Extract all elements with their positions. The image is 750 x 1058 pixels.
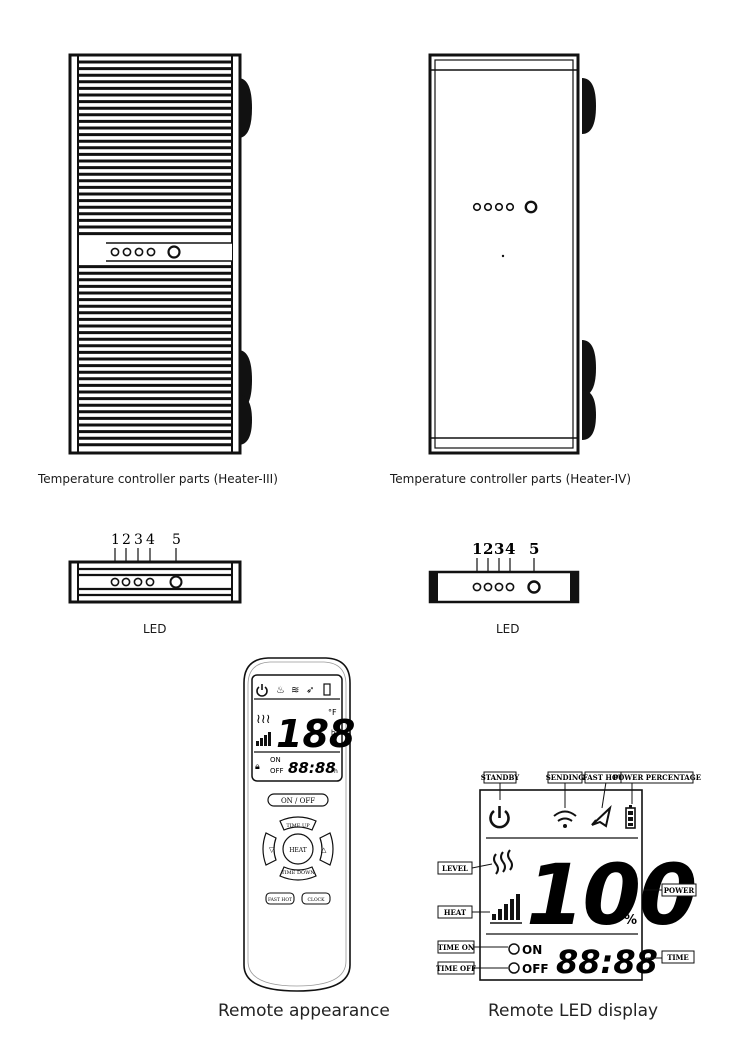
caption-heater-iii: Temperature controller parts (Heater-III… [38,472,278,486]
time-down-label: TIME DOWN [281,870,315,876]
on-off-label: ON / OFF [281,797,315,805]
remote-on-label: ON [270,756,281,764]
power-icon [256,684,268,697]
display-time-value: 88:88 [556,943,658,981]
d-pad[interactable] [262,816,334,881]
fast-hot-label: FAST HOT [268,897,292,903]
heater-iii-leds [110,245,181,259]
caption-led-right: LED [496,622,520,636]
heat-waves-icon [493,849,513,875]
wifi-icon [553,810,577,822]
clock-label: CLOCK [308,897,326,903]
led-number-1: 1 [111,532,120,548]
led-number-1: 1 [472,540,482,558]
heater-iv-leds [472,200,538,214]
fast-hot-button[interactable]: FAST HOT [265,892,295,905]
remote-display-diagram: 100 % ON OFF 88:88 STANDBY SENDING FAST … [436,771,701,981]
time-up-label: TIME UP [286,823,310,829]
label-power: POWER [664,886,695,895]
heater-iv-figure [428,53,596,455]
on-off-button[interactable]: ON / OFF [267,793,329,807]
led-number-5: 5 [172,532,181,548]
heat-button-label: HEAT [289,847,307,854]
label-level: LEVEL [442,864,468,873]
led-number-4: 4 [146,532,155,548]
caption-remote-appearance: Remote appearance [218,1001,390,1021]
remote-unit-pct: % [330,739,337,747]
remote-off-label: OFF [270,767,284,775]
led-number-5: 5 [529,540,539,558]
remote-display-value: 188 [276,712,355,756]
remote-appearance: ♨ ≋ ➶ ≀≀≀ 188 °F h % 🔒︎ ON OFF 88:88 h O… [243,657,355,992]
remote-time-unit: h [334,768,338,775]
rocket-icon: ➶ [306,685,314,696]
clock-button[interactable]: CLOCK [301,892,331,905]
battery-icon [625,805,636,829]
signal-bars-icon [256,732,271,746]
label-heat: HEAT [444,908,467,917]
display-pct: % [624,913,637,928]
arrow-up-icon: △ [321,846,327,854]
heat-waves-icon: ≀≀≀ [256,712,271,727]
led-number-3: 3 [134,532,143,548]
display-off-label: OFF [522,962,549,976]
led-number-4: 4 [505,540,515,558]
clock-on-icon [508,943,520,955]
led-strip-right: 1 2 3 4 5 [428,540,580,604]
led-number-2: 2 [122,532,131,548]
led-number-2: 2 [483,540,493,558]
display-on-label: ON [522,943,542,957]
lock-icon: 🔒︎ [255,762,260,772]
signal-bars-icon [492,894,520,920]
remote-unit-f: °F [328,708,337,717]
led-number-3: 3 [494,540,504,558]
battery-icon [323,683,331,696]
caption-remote-display: Remote LED display [488,1001,659,1021]
label-time-off: TIME OFF [436,964,476,973]
label-sending: SENDING [546,773,585,782]
label-fast-hot: FAST HOT [583,773,624,782]
wifi-icon: ≋ [291,685,299,696]
caption-led-left: LED [143,622,167,636]
flame-icon: ♨ [276,685,285,696]
remote-time-value: 88:88 [288,759,336,777]
remote-unit-h: h [331,729,335,737]
label-standby: STANDBY [481,773,521,782]
clock-off-icon [508,962,520,974]
standby-icon [489,806,510,829]
heater-iii-figure [68,53,252,455]
label-power-percentage: POWER PERCENTAGE [613,773,701,782]
label-time-on: TIME ON [438,943,475,952]
led-strip-left: 1 2 3 4 5 [68,532,242,604]
label-time: TIME [667,953,689,962]
rocket-icon [591,805,612,828]
caption-heater-iv: Temperature controller parts (Heater-IV) [390,472,632,486]
arrow-down-icon: ▽ [269,846,275,854]
